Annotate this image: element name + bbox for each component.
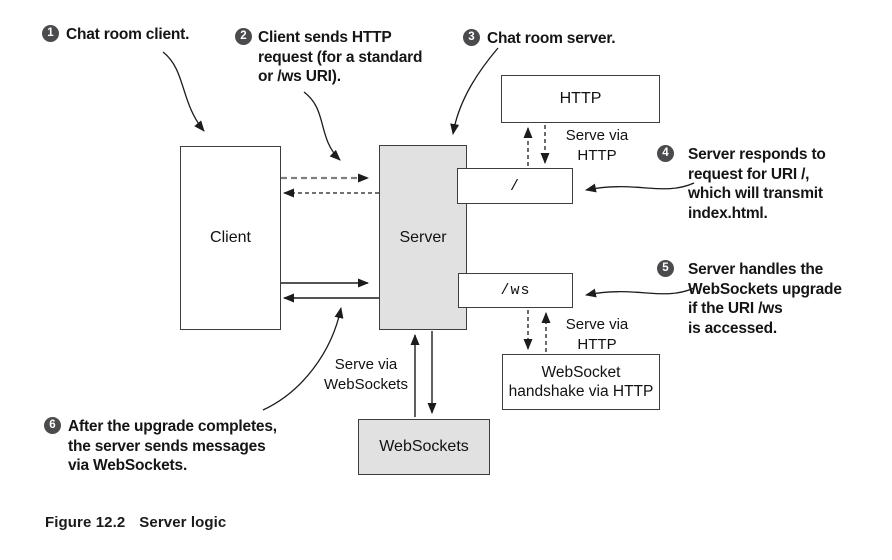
serve-via-http-top-label: Serve via HTTP <box>549 126 645 166</box>
callout-6-text: After the upgrade completes, the server … <box>68 417 277 476</box>
leader-callout-1-to-client <box>162 51 205 132</box>
figure-caption: Figure 12.2 Server logic <box>45 514 226 531</box>
callout-5-line3: if the URI /ws <box>688 300 783 317</box>
root-uri-box: / <box>457 168 573 204</box>
callout-3-line1: Chat room server. <box>487 30 616 47</box>
figure-caption-number: Figure 12.2 <box>45 514 126 531</box>
callout-4-text: Server responds to request for URI /, wh… <box>688 145 826 223</box>
serve-via-http-bottom-line1: Serve via <box>565 316 629 333</box>
callout-4-badge: 4 <box>657 145 674 162</box>
ws-uri-label: /ws <box>500 282 531 299</box>
callout-4-line1: Server responds to <box>688 146 826 163</box>
callout-2-line1: Client sends HTTP <box>258 29 392 46</box>
leader-callout-2-to-request-arrow <box>303 91 341 161</box>
serve-via-http-bottom-label: Serve via HTTP <box>549 315 645 355</box>
client-label: Client <box>210 229 251 246</box>
http-module-box: HTTP <box>501 75 660 123</box>
callout-6-line1: After the upgrade completes, <box>68 418 277 435</box>
handshake-label-line1: WebSocket <box>541 364 621 381</box>
leader-callout-3-to-server <box>450 47 499 135</box>
callout-1-text: Chat room client. <box>66 25 189 45</box>
server-box: Server <box>379 145 467 330</box>
http-module-label: HTTP <box>559 90 602 107</box>
handshake-label-line2: handshake via HTTP <box>508 383 654 400</box>
client-box: Client <box>180 146 281 330</box>
callout-1-badge: 1 <box>42 25 59 42</box>
callout-2-line3: or /ws URI). <box>258 68 341 85</box>
websockets-label: WebSockets <box>379 438 469 455</box>
websockets-box: WebSockets <box>358 419 490 475</box>
callout-4-line3: which will transmit <box>688 185 823 202</box>
callout-1-line1: Chat room client. <box>66 26 190 43</box>
callout-5-badge: 5 <box>657 260 674 277</box>
leader-callout-5-to-ws-uri <box>585 287 695 298</box>
callout-3-badge: 3 <box>463 29 480 46</box>
serve-via-http-top-line1: Serve via <box>565 127 629 144</box>
callout-5-line4: is accessed. <box>688 319 777 337</box>
callout-6-line3: via WebSockets. <box>68 457 188 474</box>
callout-4-line4: index.html. <box>688 204 768 222</box>
websocket-handshake-box: WebSocket handshake via HTTP <box>502 354 660 410</box>
serve-via-http-top-line2: HTTP <box>577 147 617 164</box>
ws-uri-box: /ws <box>458 273 573 308</box>
callout-2-text: Client sends HTTP request (for a standar… <box>258 28 422 87</box>
serve-via-http-bottom-line2: HTTP <box>577 336 617 353</box>
callout-5-line2: WebSockets upgrade <box>688 280 842 298</box>
serve-via-websockets-label: Serve via WebSockets <box>306 355 426 395</box>
root-uri-label: / <box>509 177 520 195</box>
server-label: Server <box>399 228 447 246</box>
callout-5-text: Server handles the WebSockets upgrade if… <box>688 260 842 338</box>
leader-callout-6-to-ws-arrow <box>262 307 344 411</box>
serve-via-websockets-line1: Serve via <box>334 356 398 373</box>
callout-5-line1: Server handles the <box>688 261 824 278</box>
callout-6-line2: the server sends messages <box>68 437 266 455</box>
serve-via-websockets-line2: WebSockets <box>324 376 408 393</box>
callout-6-badge: 6 <box>44 417 61 434</box>
figure-caption-title: Server logic <box>139 514 227 531</box>
callout-2-line2: request (for a standard <box>258 48 423 66</box>
callout-4-line2: request for URI /, <box>688 165 810 183</box>
callout-3-text: Chat room server. <box>487 29 616 49</box>
leader-callout-4-to-root-uri <box>585 182 695 193</box>
callout-2-badge: 2 <box>235 28 252 45</box>
